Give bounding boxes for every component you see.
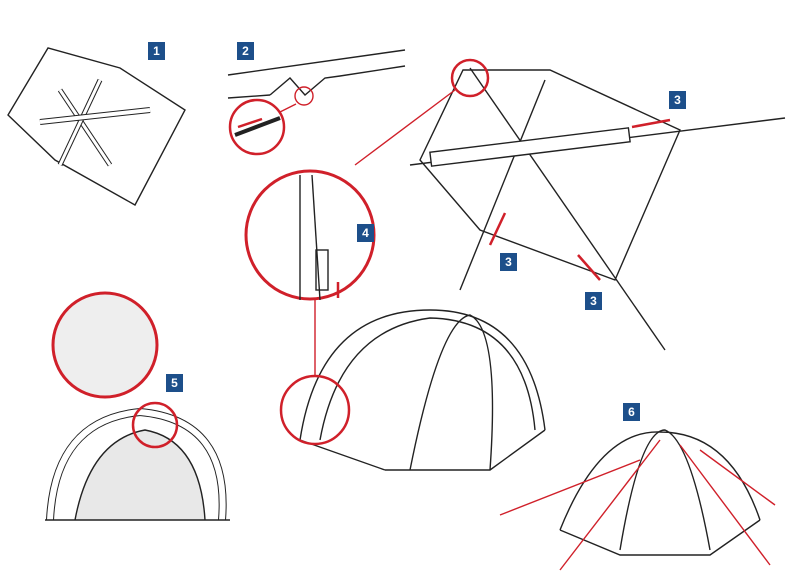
- step2-poles: [227, 49, 406, 156]
- step3-frame: [409, 58, 786, 351]
- step-6-badge: 6: [623, 403, 640, 421]
- step4-detail: [244, 89, 456, 375]
- direction-arrows: [237, 117, 671, 298]
- step-2-badge: 2: [237, 42, 254, 60]
- step-3-badge: 3: [585, 292, 602, 310]
- step-3-badge: 3: [669, 91, 686, 109]
- step-1-badge: 1: [148, 42, 165, 60]
- step1-tent-layout: [7, 47, 186, 206]
- step6-tent: [499, 429, 776, 571]
- step-4-badge: 4: [357, 224, 374, 242]
- step-5-badge: 5: [166, 374, 183, 392]
- center-dome-tent: [279, 309, 546, 471]
- step-3-badge: 3: [500, 253, 517, 271]
- step5-detail: [45, 291, 230, 521]
